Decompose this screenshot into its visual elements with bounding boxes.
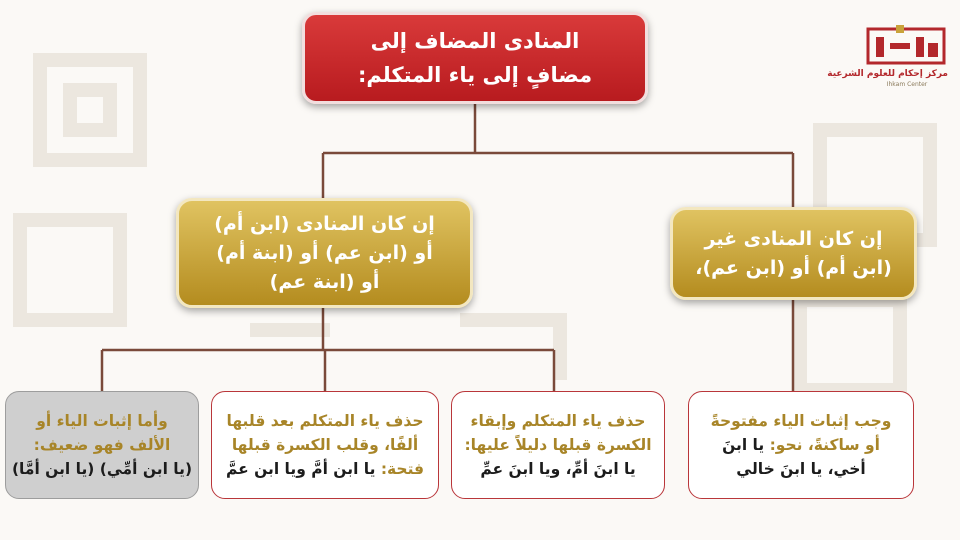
leaf-kasra-node: حذف ياء المتكلم وإبقاء الكسرة قبلها دليل… [451,391,665,499]
leaf-weak-node: وأما إثبات الياء أو الألف فهو ضعيف: (يا … [5,391,199,499]
branch-left-line-2: أو (ابن عم) أو (ابنة أم) [216,241,433,264]
leaf-ya-example-2: أخي، يا ابنَ خالي [736,460,866,478]
leaf-alif-line-3: فتحة: [380,460,425,478]
logo-mark-icon [866,25,946,65]
leaf-alif-example: يا ابن أمَّ ويا ابن عمَّ [225,460,376,478]
leaf-weak-line-1: وأما إثبات الياء أو [36,412,168,430]
root-node: المنادى المضاف إلى مضافٍ إلى ياء المتكلم… [302,12,648,104]
branch-left-line-3: أو (ابنة عم) [269,270,380,293]
leaf-weak-example: (يا ابن أمِّي) (يا ابن أمَّا) [11,460,193,478]
leaf-alif-line-1: حذف ياء المتكلم بعد قلبها [226,412,424,430]
leaf-kasra-example: يا ابنَ أمِّ، ويا ابنَ عمِّ [480,460,636,478]
leaf-alif-node: حذف ياء المتكلم بعد قلبها ألفًا، وقلب ال… [211,391,439,499]
branch-other-node: إن كان المنادى غير (ابن أم) أو (ابن عم)، [670,207,917,300]
branch-right-line-2: (ابن أم) أو (ابن عم)، [695,256,892,279]
leaf-alif-line-2: ألفًا، وقلب الكسرة قبلها [231,436,419,454]
branch-left-line-1: إن كان المنادى (ابن أم) [214,212,435,235]
leaf-ya-example-1: يا ابنَ [722,436,765,454]
logo-name: مركز إحكام للعلوم الشرعية [827,69,948,79]
center-logo: مركز إحكام للعلوم الشرعية Ihkam Center [827,25,948,95]
root-line-1: المنادى المضاف إلى [370,29,580,53]
branch-ibn-umm-node: إن كان المنادى (ابن أم) أو (ابن عم) أو (… [176,198,473,308]
leaf-weak-line-2: الألف فهو ضعيف: [33,436,171,454]
leaf-kasra-line-1: حذف ياء المتكلم وإبقاء [470,412,646,430]
logo-subtitle: Ihkam Center [886,81,928,88]
leaf-ya-line-2: أو ساكنةً، نحو: [769,436,880,454]
branch-right-line-1: إن كان المنادى غير [704,227,883,250]
leaf-kasra-line-2: الكسرة قبلها دليلاً عليها: [464,436,652,454]
leaf-ya-node: وجب إثبات الياء مفتوحةً أو ساكنةً، نحو: … [688,391,914,499]
leaf-ya-line-1: وجب إثبات الياء مفتوحةً [710,412,892,430]
root-line-2: مضافٍ إلى ياء المتكلم: [357,63,593,87]
